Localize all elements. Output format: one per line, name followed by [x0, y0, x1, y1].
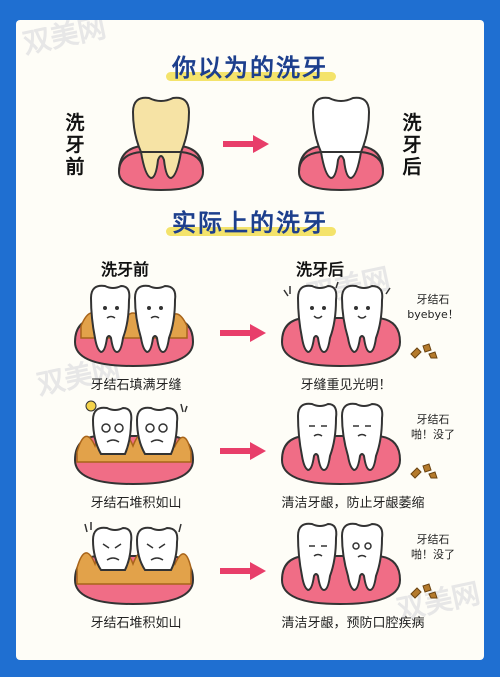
heading-bottom: 实际上的洗牙	[172, 209, 328, 237]
top-before-label: 洗牙前	[64, 112, 86, 178]
tartar-debris-icon	[410, 583, 438, 599]
row3-after-caption: 清洁牙龈，预防口腔疾病	[281, 616, 425, 631]
heading-highlight	[166, 72, 336, 81]
clean-teeth-illustration	[280, 522, 402, 606]
row1-before-caption: 牙结石填满牙缝	[90, 378, 182, 393]
clean-teeth-illustration	[280, 281, 402, 368]
teeth-with-tartar-illustration	[73, 284, 195, 368]
teeth-with-tartar-illustration	[73, 522, 195, 606]
tooth-after-illustration	[297, 96, 385, 192]
tartar-note-line1: 牙结石	[416, 413, 450, 426]
column-header-before: 洗牙前	[101, 260, 150, 279]
heading-highlight	[166, 227, 336, 236]
arrow-icon	[223, 135, 269, 153]
tartar-debris-icon	[410, 343, 438, 359]
poster-card: 双美网 双美网 双美网 双美网 你以为的洗牙 洗牙前 洗牙后 实际上的洗牙	[16, 20, 484, 660]
row1-after-caption: 牙缝重见光明！	[300, 378, 392, 393]
tooth-before-illustration	[117, 96, 205, 192]
tartar-note-line1: 牙结石	[416, 533, 450, 546]
tartar-note-line2: 啪！没了	[411, 428, 455, 441]
arrow-icon	[220, 324, 266, 342]
top-after-label-text: 洗牙后	[402, 112, 422, 178]
row2-after-caption: 清洁牙龈，防止牙龈萎缩	[281, 496, 425, 511]
tartar-debris-icon	[410, 463, 438, 479]
teeth-with-tartar-illustration	[73, 400, 195, 486]
top-before-label-text: 洗牙前	[65, 112, 85, 178]
row3-before-caption: 牙结石堆积如山	[90, 616, 182, 631]
heading-top: 你以为的洗牙	[172, 54, 328, 82]
column-header-after: 洗牙后	[296, 260, 345, 279]
tartar-note: 牙结石 啪！没了	[398, 412, 468, 442]
top-after-label: 洗牙后	[401, 112, 423, 178]
tartar-note-line2: 啪！没了	[411, 548, 455, 561]
tooth-white-shape	[311, 96, 371, 180]
arrow-icon	[220, 562, 266, 580]
tooth-yellow-shape	[131, 96, 191, 180]
tartar-note: 牙结石 啪！没了	[398, 532, 468, 562]
tartar-note-line2: byebye！	[407, 308, 459, 321]
tartar-note-line1: 牙结石	[416, 293, 450, 306]
arrow-icon	[220, 442, 266, 460]
clean-teeth-illustration	[280, 402, 402, 486]
tartar-note: 牙结石 byebye！	[398, 292, 468, 322]
row2-before-caption: 牙结石堆积如山	[90, 496, 182, 511]
